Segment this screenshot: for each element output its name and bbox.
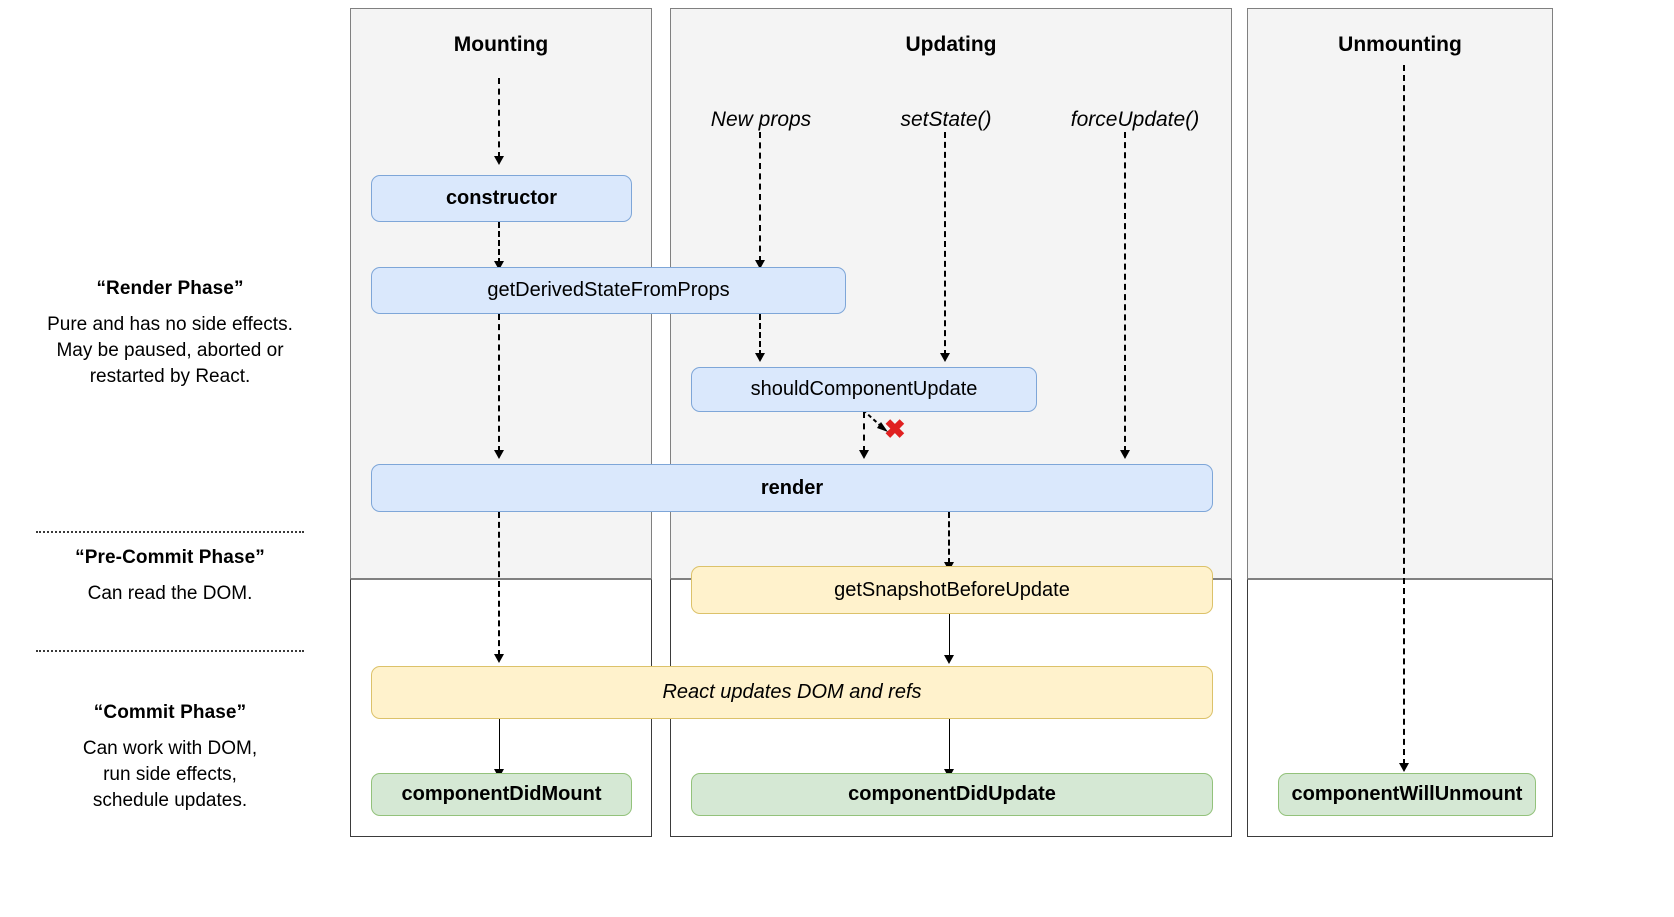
lifecycle-node-render[interactable]: render (371, 464, 1213, 512)
arrowhead-scu-from-gdsfp (755, 353, 765, 362)
connector-constructor-to-gdsfp (498, 222, 500, 264)
connector-force-update-to-render (1124, 132, 1126, 452)
connector-scu-abort-branch (862, 409, 888, 432)
legend-commit-phase-body: Can work with DOM, run side effects, sch… (82, 738, 258, 811)
column-unmounting-render-region (1247, 8, 1553, 579)
column-title-updating: Updating (905, 33, 997, 56)
legend-render-phase: “Render Phase” Pure and has no side effe… (0, 278, 340, 390)
lifecycle-node-component-will-unmount[interactable]: componentWillUnmount (1278, 773, 1536, 816)
connector-gdsfp-to-scu (759, 314, 761, 356)
connector-gdsfp-to-render (498, 314, 500, 452)
arrowhead-component-will-unmount (1399, 763, 1409, 772)
lifecycle-node-get-snapshot-before-update[interactable]: getSnapshotBeforeUpdate (691, 566, 1213, 614)
arrowhead-dom-updating (944, 655, 954, 664)
lifecycle-node-component-did-update[interactable]: componentDidUpdate (691, 773, 1213, 816)
legend-render-phase-title: “Render Phase” (96, 278, 244, 299)
column-title-mounting: Mounting (453, 33, 549, 56)
lifecycle-node-get-derived-state-from-props[interactable]: getDerivedStateFromProps (371, 267, 846, 314)
trigger-label-force-update: forceUpdate() (1070, 108, 1200, 131)
arrowhead-render-mounting (494, 450, 504, 459)
arrowhead-constructor (494, 156, 504, 165)
arrowhead-render-from-scu (859, 450, 869, 459)
arrowhead-gdsfp-mounting (494, 261, 504, 270)
connector-new-props-to-gdsfp (759, 132, 761, 262)
legend-pre-commit-phase-title: “Pre-Commit Phase” (75, 547, 265, 568)
connector-gsbu-to-dom (949, 614, 950, 658)
abort-marker-icon: ✖ (884, 414, 906, 444)
connector-mounting-top-to-constructor (498, 78, 500, 158)
column-title-unmounting: Unmounting (1338, 33, 1462, 56)
lifecycle-node-constructor[interactable]: constructor (371, 175, 632, 222)
lifecycle-node-should-component-update[interactable]: shouldComponentUpdate (691, 367, 1037, 412)
legend-render-phase-body: Pure and has no side effects. May be pau… (47, 314, 293, 387)
legend-commit-phase: “Commit Phase” Can work with DOM, run si… (0, 702, 340, 814)
lifecycle-node-react-updates-dom-and-refs[interactable]: React updates DOM and refs (371, 666, 1213, 719)
arrowhead-dom-mounting (494, 654, 504, 663)
lifecycle-node-component-did-mount[interactable]: componentDidMount (371, 773, 632, 816)
arrowhead-scu-from-set-state (940, 353, 950, 362)
connector-set-state-to-scu (944, 132, 946, 356)
legend-divider-lower (36, 650, 304, 652)
connector-scu-to-render (863, 412, 865, 452)
connector-render-to-gsbu (948, 512, 950, 564)
arrowhead-gdsfp-updating (755, 260, 765, 269)
connector-dom-to-component-did-update (949, 719, 950, 771)
legend-pre-commit-phase: “Pre-Commit Phase” Can read the DOM. (0, 547, 340, 607)
legend-pre-commit-phase-body: Can read the DOM. (87, 583, 253, 604)
legend-commit-phase-title: “Commit Phase” (93, 702, 247, 723)
arrowhead-render-from-force-update (1120, 450, 1130, 459)
legend-divider-upper (36, 531, 304, 533)
connector-unmounting-to-component-will-unmount (1403, 65, 1405, 765)
trigger-label-new-props: New props (710, 108, 812, 131)
connector-render-to-dom-mounting (498, 512, 500, 656)
trigger-label-set-state: setState() (900, 108, 992, 131)
connector-dom-to-component-did-mount (499, 719, 500, 771)
